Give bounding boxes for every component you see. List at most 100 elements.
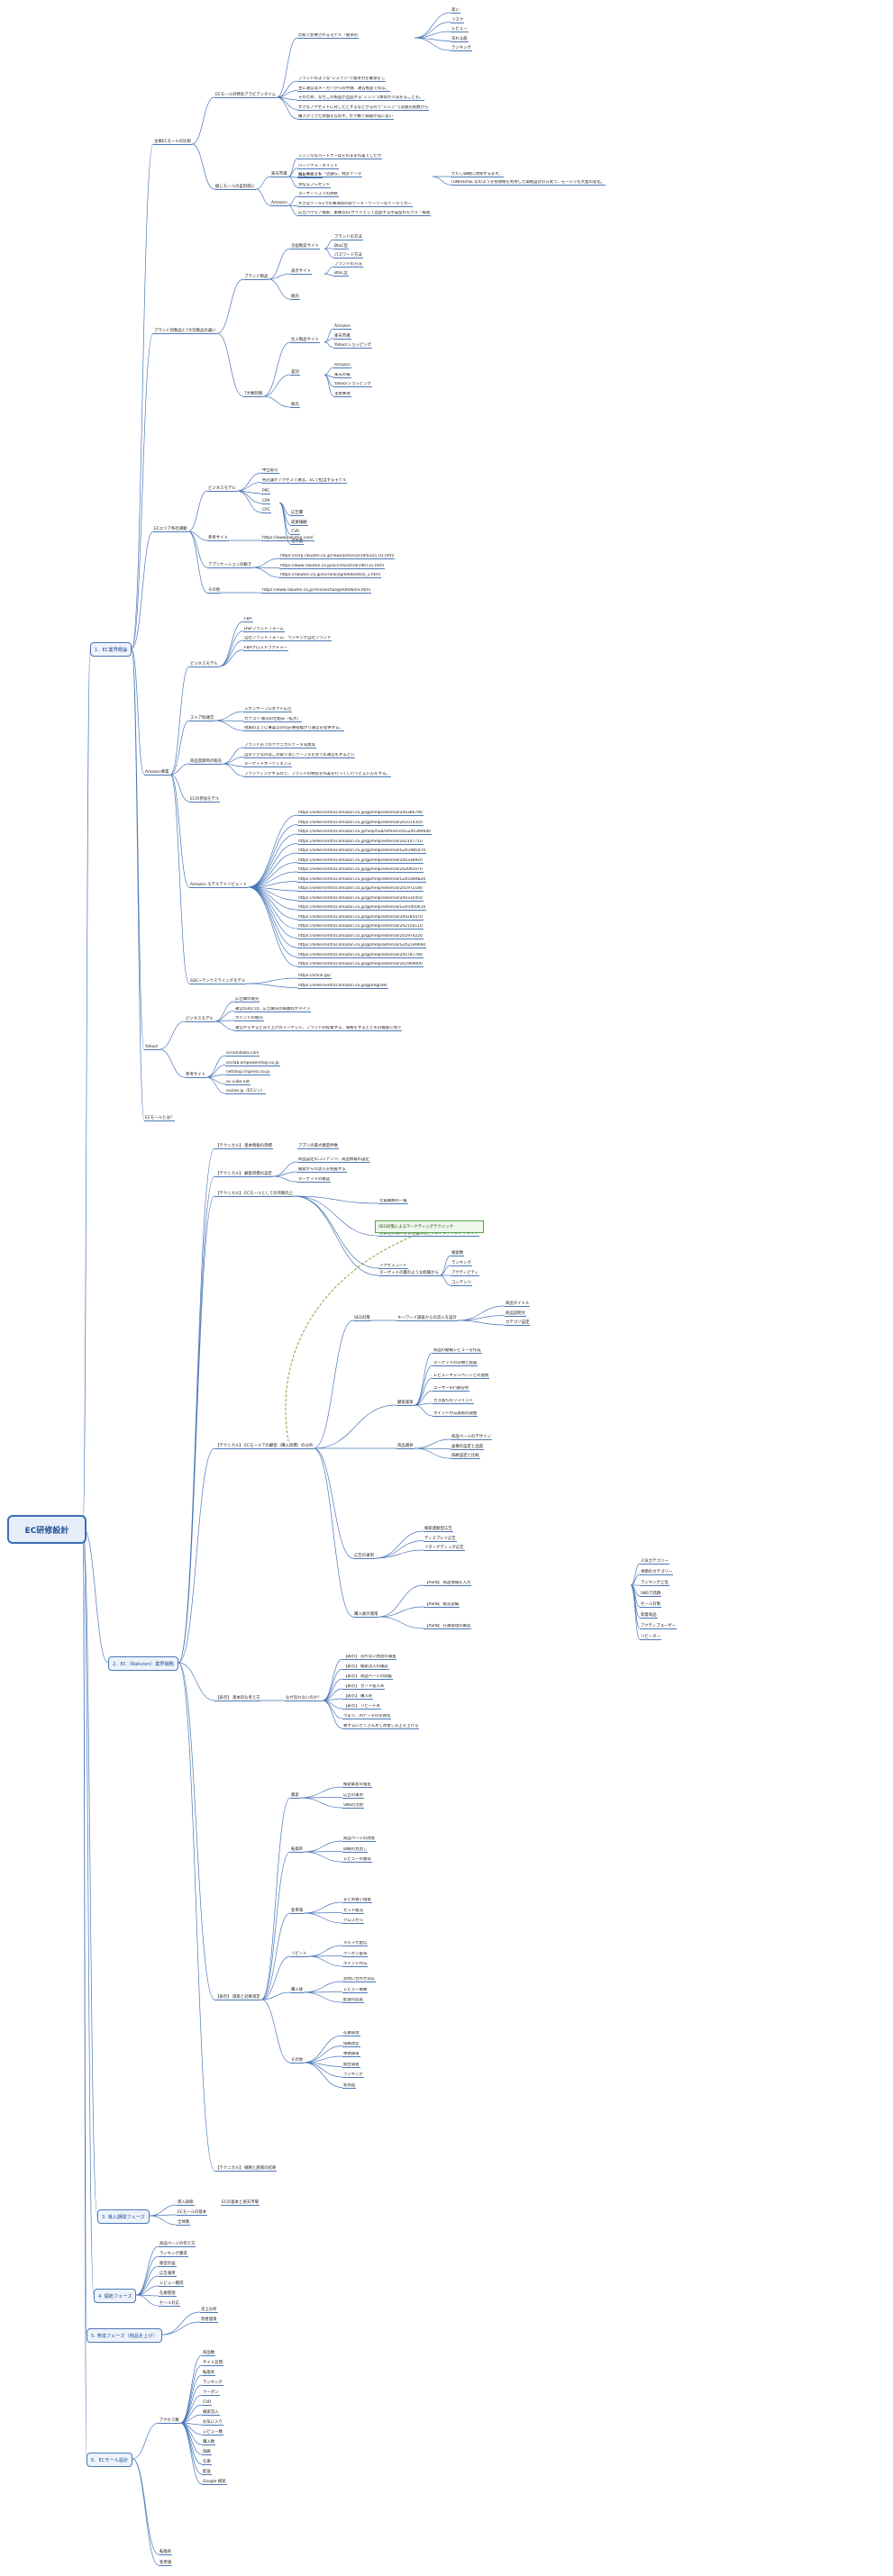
s8-item[interactable]: 【表示】 売れない原因の調査 — [342, 1655, 397, 1660]
amazon-link[interactable]: https://sellercentral.amazon.co.jp/gp/he… — [297, 895, 424, 902]
s8-item[interactable]: 【表示】 カート投入率 — [342, 1684, 386, 1690]
s9_d-item[interactable]: クーポン配布 — [342, 1951, 369, 1957]
section-grow[interactable]: 5. 育成フェーズ（物品を上げ） — [87, 2328, 162, 2343]
mall-access-item[interactable]: レビュー数 — [202, 2430, 223, 2435]
node-s8[interactable]: 【表示】 基本的な考え方 — [214, 1696, 261, 1701]
node-ec-area[interactable]: ECエリア各社運動 — [153, 527, 188, 532]
amazon-link[interactable]: https://sellercentral.amazon.co.jp/gp/he… — [297, 839, 424, 845]
brand-a-col[interactable]: 企画製造サイト — [290, 244, 320, 249]
s3-sub-item[interactable]: コンテンツ — [451, 1281, 472, 1286]
brand-a-col[interactable]: 表示サイト — [290, 269, 312, 275]
ec-model-leaf[interactable]: CVR — [290, 530, 301, 535]
brand-a-col[interactable]: 販売 — [290, 295, 300, 300]
node-ec-official[interactable]: 参考サイト — [207, 536, 229, 541]
develop-item[interactable]: セール対応 — [159, 2301, 180, 2307]
s9_f-item[interactable]: 価格改定 — [342, 2041, 360, 2047]
amazon-link-b[interactable]: https://sellercentral.amazon.co.jp/gp/re… — [297, 983, 389, 989]
node-ec-model[interactable]: ビジネスモデル — [207, 486, 237, 492]
brand-b-item[interactable]: 注意事項 — [333, 391, 351, 397]
yahoo-biz-item[interactable]: 運営の為には、広告費分の掲載料がメイン — [234, 1006, 312, 1012]
s1-item[interactable]: アプリの最大確度件数 — [297, 1144, 339, 1149]
s3-sub-item[interactable]: アクティビティ — [451, 1271, 479, 1276]
develop-item[interactable]: ランキング獲得 — [159, 2252, 188, 2257]
amazon-biz-item[interactable]: 自社プラットフォーム：ランキング自社ブランド — [243, 636, 333, 641]
brand-a-item[interactable]: BtoC型 — [333, 271, 349, 277]
develop-item[interactable]: 販促計画 — [159, 2262, 177, 2267]
s8-question[interactable]: なぜ売れないのか？ — [285, 1696, 323, 1701]
s4-c-item[interactable]: 画像の設定と品質 — [451, 1444, 485, 1450]
node-mall-aov[interactable]: 客単価 — [159, 2561, 173, 2566]
ec-link[interactable]: https://corp.rakuten.co.jp/news/press/20… — [279, 554, 396, 559]
s4-a-sub[interactable]: キーワード調査からの流入を設計 — [396, 1316, 458, 1321]
s3-sub-item[interactable]: 検索数 — [451, 1251, 465, 1256]
node-s9_f[interactable]: その他 — [290, 2058, 305, 2064]
yahoo-biz-item[interactable]: 運営からすると売り上げのマーケット、ブランドの投資する、価格をするとともの検査に… — [234, 1025, 403, 1031]
section-ec-overview[interactable]: 1．EC業界概論 — [90, 642, 132, 657]
amazon-ad-item[interactable]: カテゴリ 販売の仕組み（拡大） — [243, 716, 302, 722]
node-s3[interactable]: 【テクニカル】 ECモールとしての月間売上 — [214, 1192, 295, 1197]
ec-model-item[interactable]: 中立取引 — [261, 468, 279, 474]
grow-item[interactable]: 売上分析 — [200, 2308, 218, 2313]
s3-item[interactable]: 消費者体験による情報作成とプロジェクトのテクニック — [378, 1231, 479, 1237]
amazon-search-item[interactable]: 自分できなのはこの取り消しテーブルを見ても運営もするとい — [243, 752, 356, 758]
node-brand-b[interactable]: 7大類別製 — [243, 392, 264, 397]
intro-sub[interactable]: ECの基本と楽天市場 — [221, 2200, 260, 2206]
amazon-biz-item[interactable]: FBAクロストラクチャー — [243, 645, 289, 651]
node-brand-a[interactable]: ブランド製品 — [243, 275, 269, 280]
ec-model-leaf[interactable]: 運用費 — [290, 539, 305, 545]
s5-item[interactable]: ランキング上位 — [640, 1581, 670, 1586]
s4-e-item[interactable]: 【ASIN】 販売実績 — [424, 1602, 460, 1608]
node-amazon-biz[interactable]: Amazon事業 — [144, 770, 170, 776]
rakuten-note[interactable]: おし商品でも「店舗ら、特許データ — [297, 172, 363, 177]
s9_a-item[interactable]: SNSの活用 — [342, 1803, 365, 1809]
mall-access-item[interactable]: お気に入り — [202, 2420, 223, 2426]
amazon-search-item[interactable]: ブランド名でのテクニカルデータ有無等 — [243, 743, 317, 748]
s4-b-item[interactable]: ポイント付与施策の調整 — [433, 1411, 478, 1417]
node-s10[interactable]: 【テクニカル】 戦略と施策の結果 — [214, 2166, 278, 2172]
s9_f-item[interactable]: 在庫管理 — [342, 2031, 360, 2036]
s9_d-item[interactable]: メルマガ配信 — [342, 1941, 369, 1946]
s5-item[interactable]: SNSで話題 — [640, 1592, 662, 1597]
intro-item[interactable]: 全体像 — [177, 2220, 191, 2226]
mall-side-item[interactable]: 満足ポイント — [297, 173, 323, 178]
yahoo-link[interactable]: netshop.impress.co.jp — [225, 1070, 271, 1075]
mall-access-item[interactable]: 在庫 — [202, 2460, 212, 2465]
yahoo-link[interactable]: ecclab.empowershop.co.jp — [225, 1060, 280, 1066]
node-s9_d[interactable]: リピート — [290, 1952, 308, 1957]
amazon-biz-item[interactable]: FBA — [243, 617, 253, 622]
s4-c-item[interactable]: 価格設定と比較 — [451, 1454, 480, 1459]
amazon-biz-item[interactable]: DSPプラットフォーム — [243, 626, 285, 632]
node-mall-access[interactable]: アクセス数 — [159, 2418, 180, 2424]
node-yahoo-links[interactable]: 参考サイト — [185, 1073, 206, 1078]
s2-item[interactable]: 検索からの流入を把握する — [297, 1167, 347, 1173]
ec-model-leaf[interactable]: 広告費 — [290, 511, 305, 516]
s9_e-item[interactable]: レビュー依頼 — [342, 1987, 369, 1993]
develop-item[interactable]: 在庫管理 — [159, 2291, 177, 2297]
rakuten-extra[interactable]: ただし価格に改修するます。 — [451, 172, 504, 177]
s5-item[interactable]: 人気カテゴリー — [640, 1559, 670, 1565]
ec-summary-link[interactable]: https://www.rakuten.co.jp/rms/exchange/0… — [261, 588, 371, 594]
s9_b-item[interactable]: レビューの獲得 — [342, 1857, 372, 1863]
section-ec-strategy[interactable]: 2．EC（Rakuten）業界戦略 — [108, 1656, 178, 1671]
node-s9[interactable]: 【表示】 施策と効果測定 — [214, 1995, 261, 2000]
brand-b-col[interactable]: 差別 — [290, 370, 300, 376]
amazon-link[interactable]: https://sellercentral.amazon.co.jp/gp/he… — [297, 811, 424, 816]
node-s2[interactable]: 【テクニカル】 顧客目標の設定 — [214, 1172, 273, 1177]
mall-note[interactable]: 購入ができた状態をなおす。ボク数で価値が得に良い — [297, 114, 394, 120]
node-s4-a[interactable]: SEO対策 — [353, 1316, 371, 1321]
amazon-search-item[interactable]: ブランディングするので、ブランドの特化を作業を行ってし行うと言い方をする。 — [243, 771, 391, 777]
s4-a-item[interactable]: 商品タイトル — [505, 1302, 531, 1307]
s4-a-item[interactable]: カテゴリ設定 — [505, 1320, 531, 1326]
s9_c-item[interactable]: まとめ買い施策 — [342, 1898, 372, 1903]
s9_b-item[interactable]: 商品ページの改善 — [342, 1837, 377, 1842]
ec-model-sub[interactable]: CPA — [261, 498, 271, 504]
s5-item[interactable]: 季節のカテゴリー — [640, 1570, 674, 1575]
node-ranking-head[interactable]: 比較で影響されるモデル「競争的 — [297, 33, 359, 39]
mall-note[interactable]: 大きなアクセストに対したどするなどがるので"ミシン"では販売者数から — [297, 104, 430, 111]
brand-a-item[interactable]: ブランドの方法 — [333, 235, 363, 240]
s5-item[interactable]: セール対象 — [640, 1602, 661, 1608]
node-major-malls[interactable]: 主要ECモールの比較 — [153, 140, 192, 145]
node-s1[interactable]: 【テクニカル】 基本情報の目標 — [214, 1144, 273, 1149]
grow-item[interactable]: 改善施策 — [200, 2317, 218, 2323]
intro-item[interactable]: ECモールの基本 — [177, 2210, 208, 2216]
